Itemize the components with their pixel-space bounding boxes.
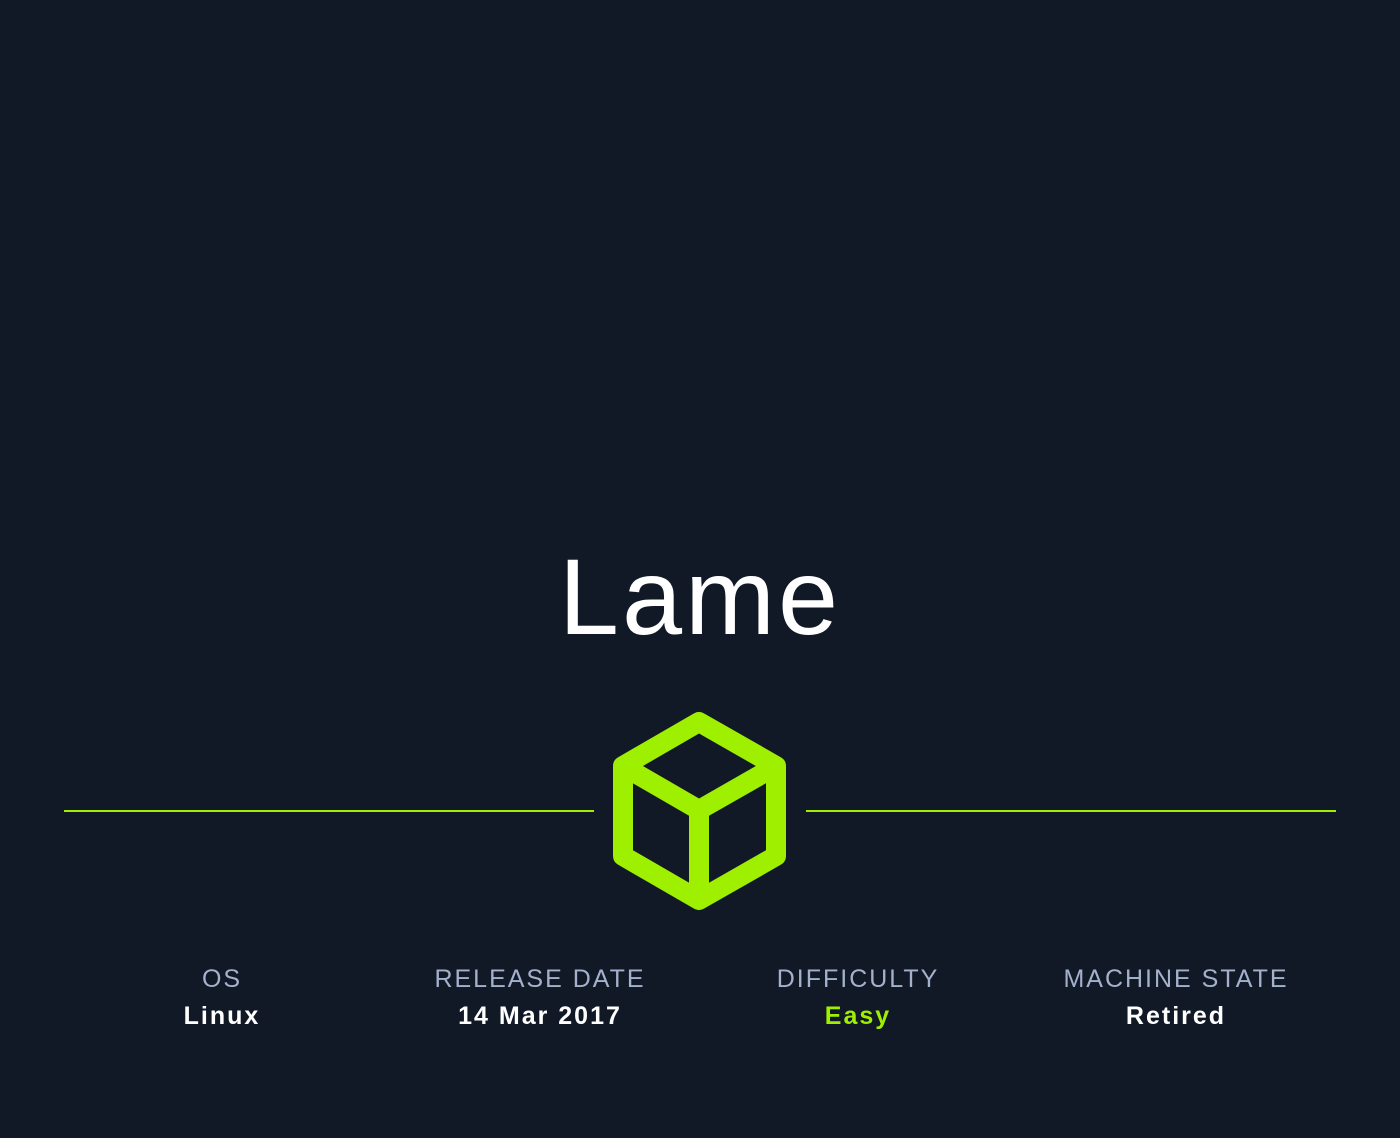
stat-difficulty: DIFFICULTY Easy [698, 962, 1018, 1036]
machine-stats: OS Linux RELEASE DATE 14 Mar 2017 DIFFIC… [0, 962, 1400, 1042]
stat-release-date: RELEASE DATE 14 Mar 2017 [380, 962, 700, 1036]
divider-left [64, 810, 594, 812]
cube-icon [613, 712, 786, 910]
stat-release-date-label: RELEASE DATE [434, 965, 646, 993]
stat-os: OS Linux [62, 962, 382, 1036]
stat-difficulty-label: DIFFICULTY [776, 965, 940, 993]
stat-release-date-value: 14 Mar 2017 [458, 1002, 622, 1030]
stat-difficulty-value: Easy [824, 1002, 892, 1030]
stat-machine-state-label: MACHINE STATE [1063, 965, 1289, 993]
machine-title: Lame [558, 536, 842, 657]
stat-os-label: OS [201, 965, 243, 993]
stat-machine-state: MACHINE STATE Retired [1016, 962, 1336, 1036]
stat-machine-state-value: Retired [1125, 1002, 1227, 1030]
stat-os-value: Linux [183, 1002, 261, 1030]
divider-right [806, 810, 1336, 812]
